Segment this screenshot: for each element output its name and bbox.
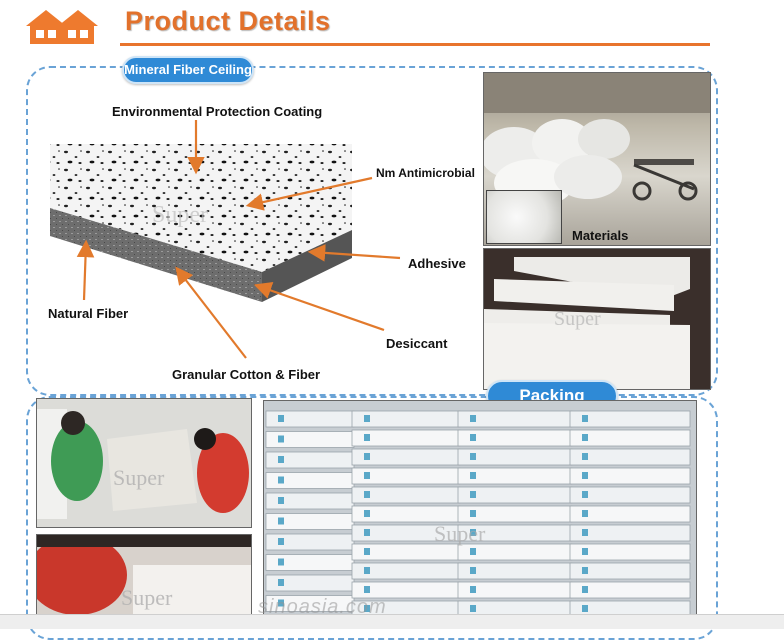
materials-label: Materials — [572, 228, 629, 243]
box-label-mark — [278, 497, 284, 504]
packed-box — [569, 581, 691, 599]
box-label-mark — [364, 415, 370, 422]
box-label-mark — [364, 586, 370, 593]
box-label-mark — [470, 415, 476, 422]
mineral-fiber-ceiling-badge: Mineral Fiber Ceiling — [122, 56, 254, 84]
box-label-mark — [364, 453, 370, 460]
box-label-mark — [278, 456, 284, 463]
box-label-mark — [582, 586, 588, 593]
title-divider — [120, 43, 710, 46]
arrow-adhesive — [307, 244, 401, 262]
box-label-mark — [582, 453, 588, 460]
label-natural-fiber: Natural Fiber — [48, 306, 129, 321]
box-label-mark — [582, 415, 588, 422]
box-label-mark — [278, 558, 284, 566]
box-label-mark — [582, 529, 588, 536]
box-label-mark — [278, 476, 284, 484]
boxes-watermark: Super — [434, 521, 486, 546]
packed-box — [569, 600, 691, 617]
packed-box — [265, 554, 355, 571]
box-label-mark — [278, 435, 284, 443]
packing-closeup-photo: Super — [36, 534, 252, 616]
packed-box — [569, 524, 691, 542]
ceiling-tile-front-edge — [50, 208, 262, 302]
box-label-mark — [582, 434, 588, 441]
box-label-mark — [278, 538, 284, 545]
closeup-watermark: Super — [121, 585, 173, 610]
packed-box — [569, 543, 691, 561]
box-label-mark — [582, 491, 588, 498]
box-label-mark — [364, 548, 370, 555]
box-label-mark — [470, 434, 476, 441]
box-label-mark — [364, 605, 370, 612]
box-label-mark — [278, 517, 284, 525]
box-label-mark — [364, 567, 370, 574]
box-label-mark — [470, 567, 476, 574]
box-label-mark — [364, 434, 370, 441]
box-label-mark — [278, 599, 284, 607]
ceiling-layer-diagram: Super — [50, 144, 352, 302]
workers-watermark: Super — [113, 465, 165, 490]
box-label-mark — [582, 567, 588, 574]
box-label-mark — [470, 605, 476, 612]
box-label-mark — [582, 548, 588, 555]
box-label-mark — [470, 586, 476, 593]
box-label-mark — [470, 510, 476, 517]
packed-box — [569, 410, 691, 428]
packed-boxes-photo: Super — [263, 400, 697, 618]
ceiling-panels-photo: Super — [483, 248, 711, 390]
materials-inset-photo — [486, 190, 562, 244]
ceiling-tile-side-edge — [262, 230, 352, 302]
arrow-granular — [175, 266, 247, 359]
footer-watermark: sinoasia.com — [258, 596, 387, 618]
box-label-mark — [364, 529, 370, 536]
box-label-mark — [470, 453, 476, 460]
diagram-watermark: Super — [152, 202, 208, 228]
box-label-mark — [364, 491, 370, 498]
label-granular: Granular Cotton & Fiber — [172, 367, 321, 382]
box-label-mark — [364, 472, 370, 479]
box-label-mark — [278, 579, 284, 586]
house-logo-icon — [26, 10, 98, 44]
bottom-bar — [0, 614, 784, 629]
label-desiccant: Desiccant — [386, 336, 448, 351]
arrow-natural-fiber — [76, 239, 95, 301]
box-label-mark — [364, 510, 370, 517]
packed-box — [569, 467, 691, 485]
label-coating: Environmental Protection Coating — [112, 104, 323, 119]
panels-watermark: Super — [554, 308, 601, 330]
packed-box — [265, 533, 355, 551]
packed-box — [569, 562, 691, 580]
packed-box — [569, 448, 691, 466]
label-adhesive: Adhesive — [408, 256, 466, 271]
box-label-mark — [582, 472, 588, 479]
page-title: Product Details — [125, 6, 331, 36]
arrow-desiccant — [253, 282, 385, 332]
arrow-antimicrobial — [245, 176, 373, 211]
packed-box — [569, 486, 691, 504]
workers-packing-photo: Super — [36, 398, 252, 528]
box-label-mark — [470, 548, 476, 555]
box-label-mark — [582, 510, 588, 517]
box-label-mark — [470, 491, 476, 498]
packed-box — [569, 505, 691, 523]
box-label-mark — [582, 605, 588, 612]
packed-box — [569, 429, 691, 447]
box-label-mark — [470, 472, 476, 479]
label-antimicrobial: Nm Antimicrobial — [376, 166, 475, 180]
ceiling-tile-top-surface — [50, 144, 352, 272]
box-label-mark — [470, 529, 476, 536]
product-panel — [26, 66, 718, 396]
box-label-mark — [278, 415, 284, 422]
